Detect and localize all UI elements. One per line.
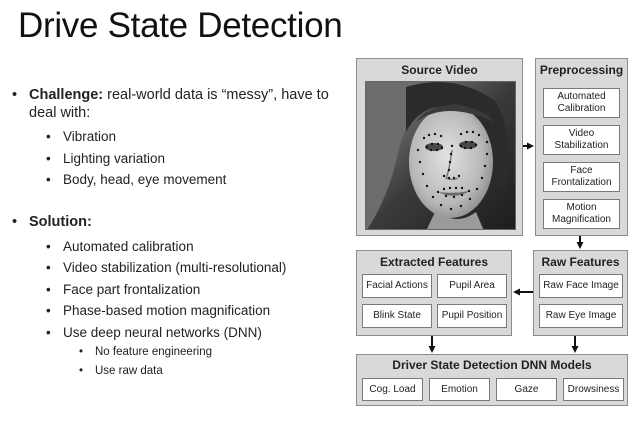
pupil-position-box: Pupil Position (437, 304, 507, 328)
source-video-title: Source Video (401, 63, 478, 77)
solution-item: Use deep neural networks (DNN) (12, 322, 352, 344)
solution-item: Video stabilization (multi-resolutional) (12, 257, 352, 279)
drowsiness-box: Drowsiness (563, 378, 624, 401)
raw-features-title: Raw Features (541, 255, 620, 269)
extracted-features-panel: Extracted Features Facial Actions Pupil … (356, 250, 512, 336)
face-frontalization-box: Face Frontalization (543, 162, 620, 192)
emotion-box: Emotion (429, 378, 490, 401)
extracted-features-title: Extracted Features (379, 255, 489, 269)
raw-features-panel: Raw Features Raw Face Image Raw Eye Imag… (533, 250, 628, 336)
face-illustration (366, 82, 515, 229)
blink-state-box: Blink State (362, 304, 432, 328)
gaze-box: Gaze (496, 378, 557, 401)
dnn-subitem: No feature engineering (12, 343, 352, 362)
dnn-models-panel: Driver State Detection DNN Models Cog. L… (356, 354, 628, 406)
challenge-bullet: Challenge: real-world data is “messy”, h… (12, 86, 352, 122)
solution-label: Solution: (29, 213, 92, 230)
dnn-models-title: Driver State Detection DNN Models (392, 358, 592, 372)
cog-load-box: Cog. Load (362, 378, 423, 401)
automated-calibration-box: Automated Calibration (543, 88, 620, 118)
challenge-item: Body, head, eye movement (12, 169, 352, 191)
raw-eye-image-box: Raw Eye Image (539, 304, 623, 328)
pupil-area-box: Pupil Area (437, 274, 507, 298)
challenge-item: Vibration (12, 126, 352, 148)
dnn-subitem: Use raw data (12, 362, 352, 381)
solution-item: Face part frontalization (12, 279, 352, 301)
preprocessing-title: Preprocessing (539, 63, 624, 77)
solution-item: Automated calibration (12, 236, 352, 258)
solution-bullet: Solution: (12, 213, 352, 231)
slide-title: Drive State Detection (18, 6, 343, 45)
challenge-label: Challenge: (29, 87, 104, 103)
challenge-text: real-world data is “messy”, have to deal… (29, 87, 329, 121)
driver-face-image (365, 81, 516, 230)
bullet-list: Challenge: real-world data is “messy”, h… (12, 86, 352, 381)
source-video-panel: Source Video (356, 58, 523, 236)
motion-magnification-box: Motion Magnification (543, 199, 620, 229)
video-stabilization-box: Video Stabilization (543, 125, 620, 155)
solution-item: Phase-based motion magnification (12, 300, 352, 322)
challenge-item: Lighting variation (12, 148, 352, 170)
raw-face-image-box: Raw Face Image (539, 274, 623, 298)
facial-actions-box: Facial Actions (362, 274, 432, 298)
preprocessing-panel: Preprocessing Automated Calibration Vide… (535, 58, 628, 236)
